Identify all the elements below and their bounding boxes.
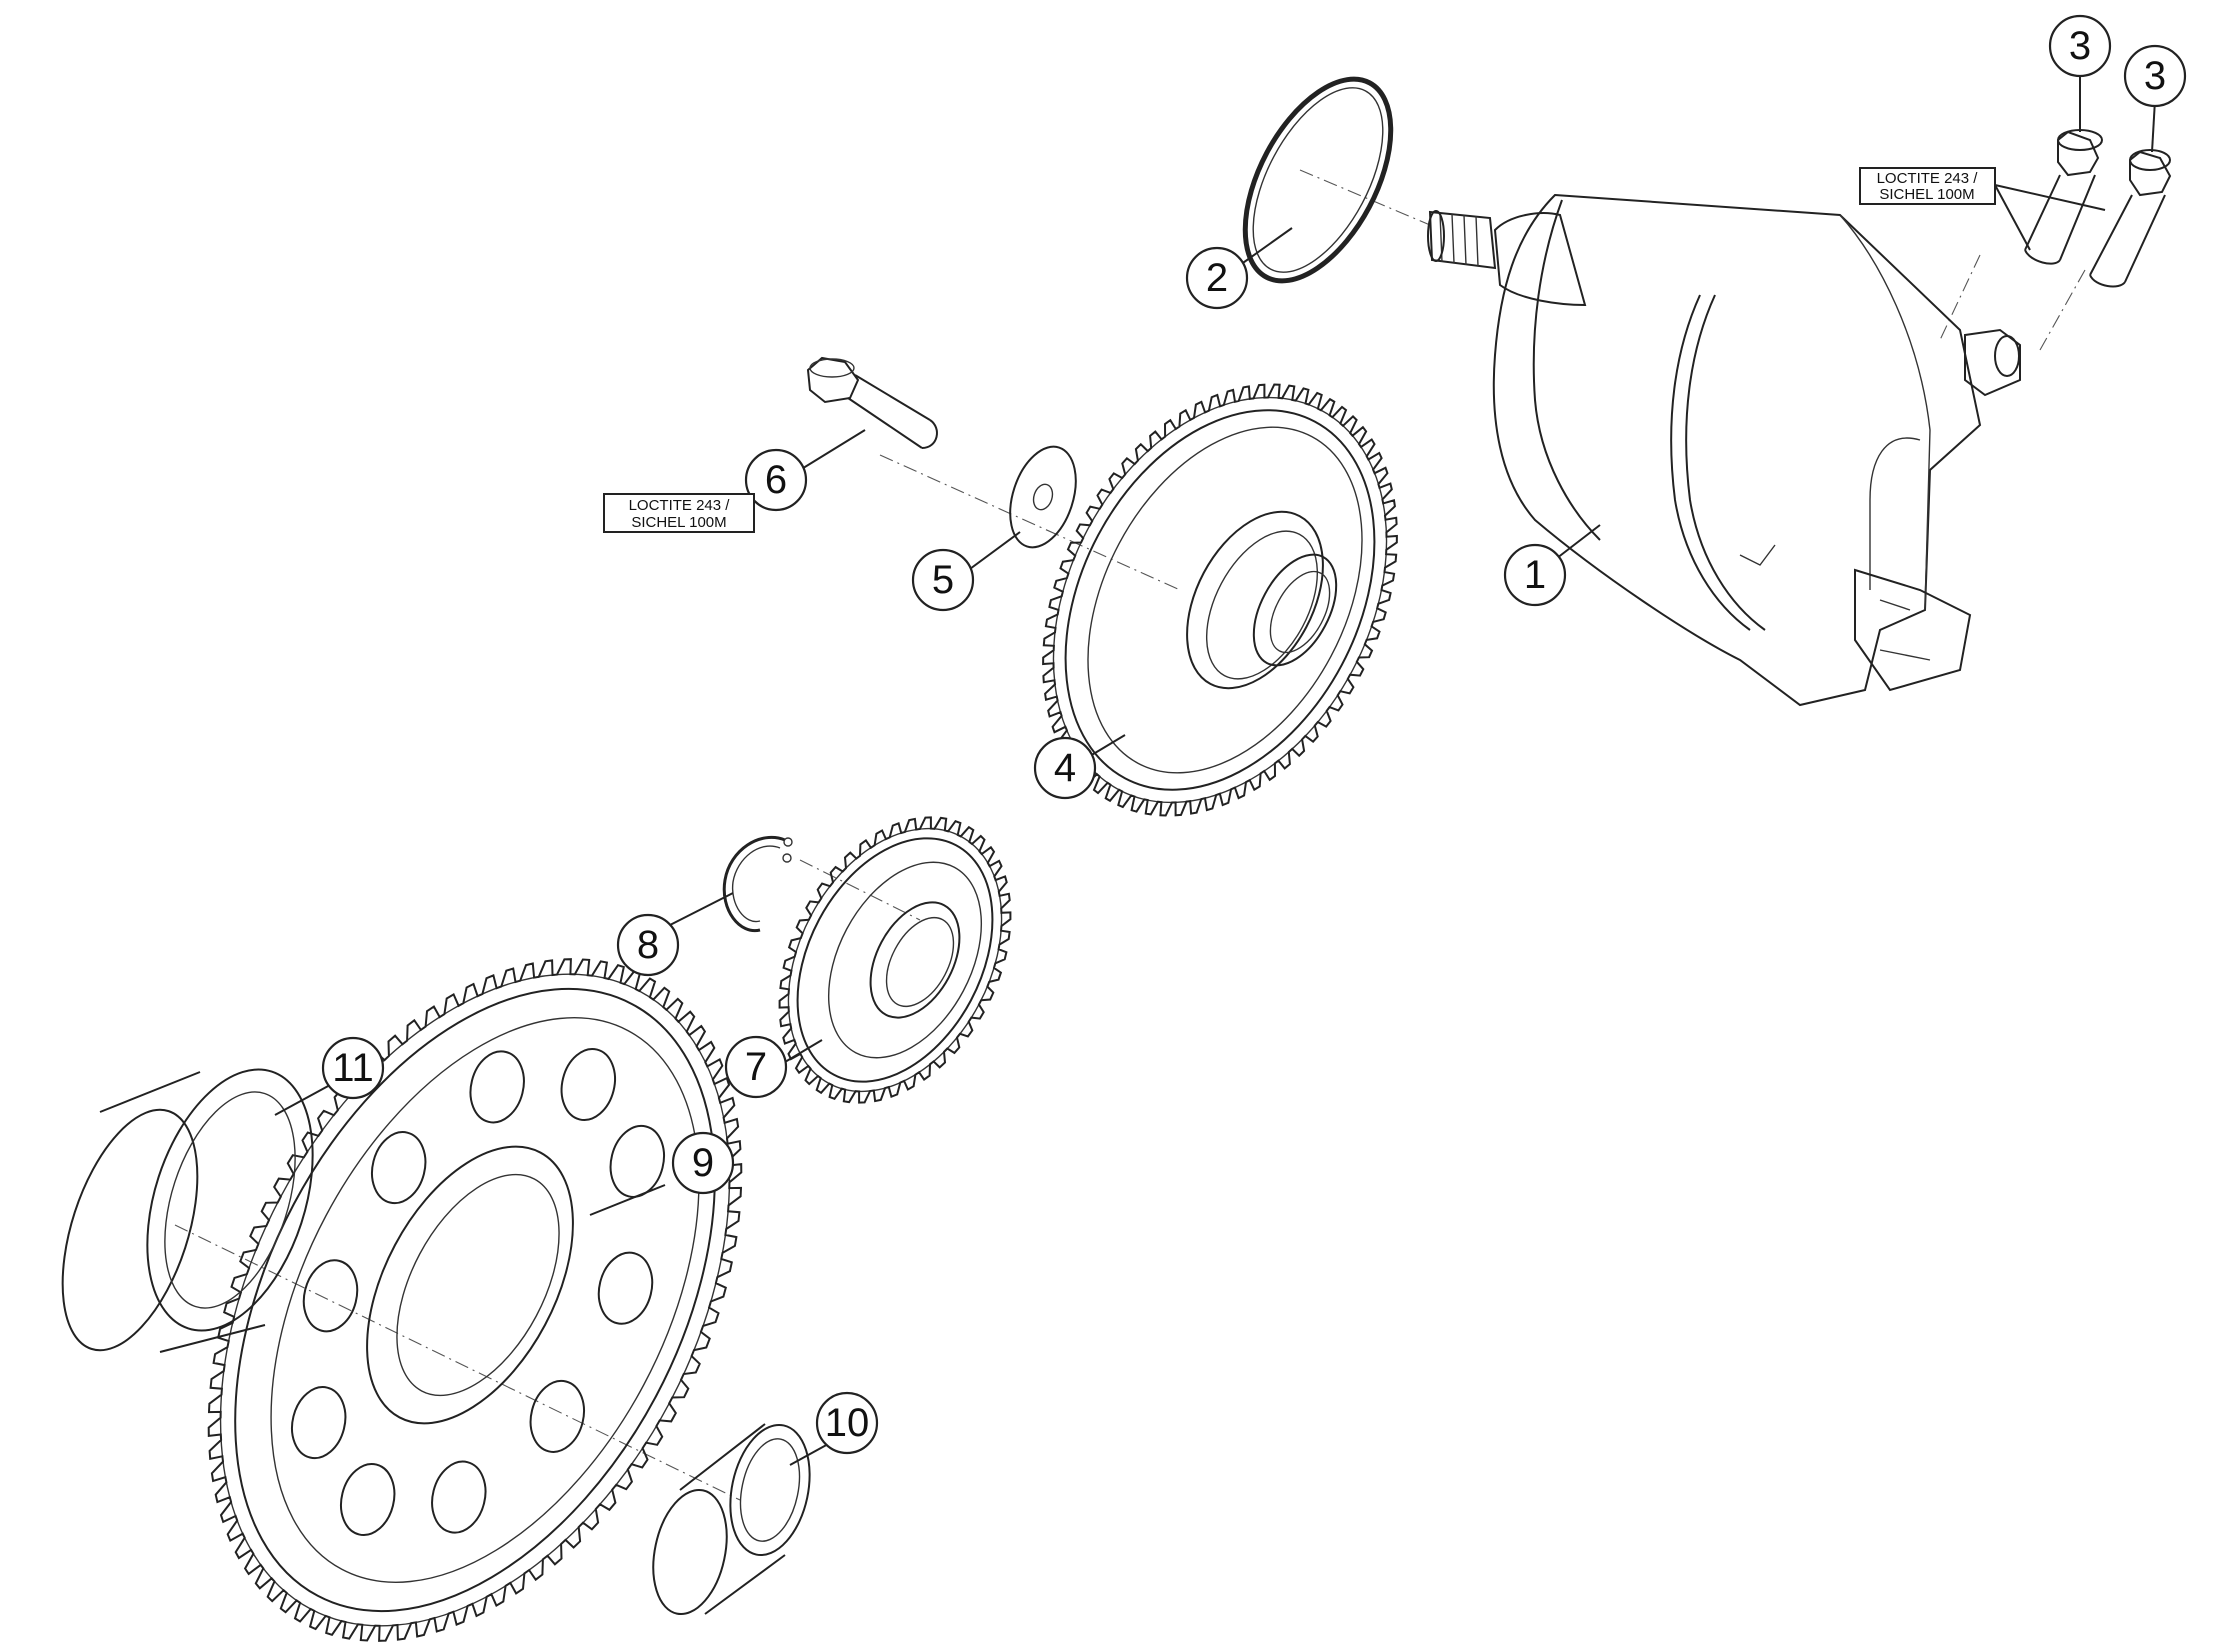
callout-11: 11 (321, 1036, 385, 1100)
svg-text:5: 5 (932, 558, 954, 602)
svg-text:7: 7 (745, 1045, 767, 1089)
ring-gear-hole (597, 1251, 654, 1325)
threadlocker-note-gear-bolt: LOCTITE 243 / SICHEL 100M (603, 493, 755, 533)
starter-motor (1427, 193, 2021, 707)
assembly-axes (174, 169, 2086, 1501)
ring-gear-hole (302, 1259, 359, 1333)
gear-shaft-bolt (806, 356, 938, 449)
leader-lines (274, 68, 2156, 1466)
mounting-bolt-a (2024, 129, 2103, 265)
gear4-teeth-profile (1042, 383, 1398, 817)
svg-text:11: 11 (332, 1046, 374, 1090)
circlip (722, 835, 793, 933)
idler-gear (778, 816, 1012, 1104)
ring-gear-hole (529, 1379, 585, 1453)
callout-3b: 3 (2123, 44, 2187, 108)
svg-text:10: 10 (825, 1401, 870, 1445)
callout-3a: 3 (2048, 14, 2112, 78)
svg-text:SICHEL 100M: SICHEL 100M (1879, 186, 1974, 203)
svg-text:SICHEL 100M: SICHEL 100M (631, 514, 726, 531)
mounting-bolt-b (2089, 149, 2172, 288)
ring-gear-hole (291, 1386, 347, 1460)
callout-10: 10 (815, 1391, 879, 1455)
svg-text:8: 8 (637, 923, 659, 967)
svg-text:3: 3 (2144, 54, 2166, 98)
svg-text:LOCTITE 243 /: LOCTITE 243 / (1877, 170, 1979, 187)
svg-text:2: 2 (1206, 256, 1228, 300)
callout-1: 1 (1503, 543, 1567, 607)
ring-gear-hole (469, 1050, 525, 1124)
threadlocker-note-motor-bolts: LOCTITE 243 / SICHEL 100M (1859, 167, 1996, 205)
svg-text:3: 3 (2069, 24, 2091, 68)
svg-text:1: 1 (1524, 553, 1546, 597)
gear9-teeth-profile (207, 958, 743, 1642)
bearing-sleeve (652, 1423, 811, 1616)
svg-text:9: 9 (692, 1141, 714, 1185)
callout-8: 8 (616, 913, 680, 977)
o-ring (1242, 76, 1394, 284)
callout-5: 5 (911, 548, 975, 612)
callout-9: 9 (671, 1131, 735, 1195)
callout-4: 4 (1033, 736, 1097, 800)
gear7-teeth-profile (778, 816, 1012, 1104)
ring-gear-hole (431, 1460, 487, 1534)
svg-text:6: 6 (765, 458, 787, 502)
ring-gear-hole (560, 1048, 616, 1121)
freewheel-housing (61, 1068, 314, 1353)
ring-gear-hole (371, 1131, 427, 1205)
ring-gear-hole (609, 1124, 665, 1198)
washer (1009, 445, 1077, 549)
callout-7: 7 (724, 1035, 788, 1099)
intermediate-gear (1042, 383, 1398, 817)
callout-6: 6 (744, 448, 808, 512)
svg-text:LOCTITE 243 /: LOCTITE 243 / (629, 497, 731, 514)
callout-2: 2 (1185, 246, 1249, 310)
svg-text:4: 4 (1054, 746, 1076, 790)
ring-gear-hole (340, 1463, 396, 1536)
starter-ring-gear (207, 958, 743, 1642)
